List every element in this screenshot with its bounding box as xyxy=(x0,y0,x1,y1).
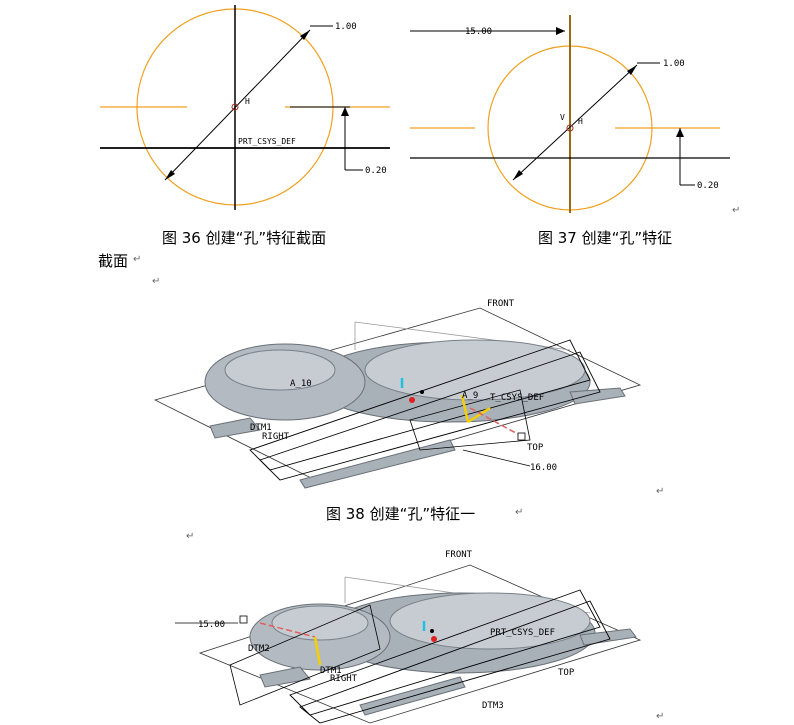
label-front: FRONT xyxy=(487,299,515,309)
label-dtm1: DTM1 xyxy=(320,666,342,676)
label-top: TOP xyxy=(527,443,544,453)
label-dtm1: DTM1 xyxy=(250,423,272,433)
arrowhead xyxy=(627,65,637,75)
datum-plane xyxy=(409,389,531,451)
dim-distance[interactable]: 15.00 xyxy=(198,620,225,630)
tab-right xyxy=(579,628,637,646)
label-right: RIGHT xyxy=(330,674,358,684)
dim-diameter[interactable]: 1.00 xyxy=(335,22,357,32)
center-point xyxy=(231,103,239,111)
pocket-left xyxy=(224,349,336,391)
datum-plane-front xyxy=(198,564,642,724)
center-point xyxy=(566,124,574,132)
arrowhead xyxy=(513,170,523,180)
pocket-left xyxy=(271,605,369,641)
label-axis-2: A_9 xyxy=(462,391,478,401)
label-front: FRONT xyxy=(445,550,473,560)
paragraph-mark: ↵ xyxy=(133,254,142,265)
figure-37-sketch: 15.00 1.00 0.20 V H xyxy=(410,15,730,213)
arrowhead xyxy=(341,107,349,116)
label-right: RIGHT xyxy=(262,432,290,442)
datum-plane xyxy=(259,351,601,481)
caption-figure-37: 图 37 创建“孔”特征 xyxy=(538,229,673,247)
label-h: H xyxy=(245,97,250,106)
caption-figure-38: 图 38 创建“孔”特征一 xyxy=(326,505,476,523)
dim-offset[interactable]: 0.20 xyxy=(697,181,719,191)
drag-handle[interactable] xyxy=(517,432,526,441)
dim-distance[interactable]: 16.00 xyxy=(530,463,557,473)
label-csys: PRT_CSYS_DEF xyxy=(490,628,555,638)
label-h: H xyxy=(578,117,583,126)
datum-plane xyxy=(299,600,611,724)
datum-plane xyxy=(229,604,381,706)
point-red xyxy=(431,636,437,642)
label-v: V xyxy=(560,113,565,122)
label-dtm3: DTM3 xyxy=(482,701,504,711)
paragraph-mark: ↵ xyxy=(732,205,741,216)
arrowhead xyxy=(676,128,684,137)
caption-figure-36: 图 36 创建“孔”特征截面 xyxy=(162,229,327,247)
datum-plane-front xyxy=(153,307,642,481)
dim-distance[interactable]: 15.00 xyxy=(465,27,492,37)
diameter-dim-line xyxy=(512,64,638,181)
dim-diameter[interactable]: 1.00 xyxy=(663,59,685,69)
label-top: TOP xyxy=(558,668,575,678)
arrowhead xyxy=(556,27,565,35)
label-csys: PRT_CSYS_DEF xyxy=(238,137,296,146)
label-csys: T_CSYS_DEF xyxy=(490,393,544,403)
axis-yellow xyxy=(460,394,470,423)
dim-leader xyxy=(462,449,531,467)
point-black xyxy=(430,629,434,633)
arrowhead xyxy=(300,30,310,40)
tab-left xyxy=(259,666,311,688)
paragraph-mark: ↵ xyxy=(656,711,665,722)
label-dtm2: DTM2 xyxy=(248,644,270,654)
point-black xyxy=(420,390,424,394)
datum-plane xyxy=(289,589,601,716)
figure-38-model: FRONT A_10 A_9 T_CSYS_DEF DTM1 RIGHT TOP… xyxy=(153,299,642,489)
paragraph-mark: ↵ xyxy=(656,486,665,497)
arrowhead xyxy=(165,170,175,180)
point-red xyxy=(409,397,415,403)
tab-left xyxy=(209,417,261,439)
pocket-right xyxy=(389,592,591,650)
figure-39-model: FRONT 15.00 PRT_CSYS_DEF DTM2 DTM1 RIGHT… xyxy=(175,550,642,724)
paragraph-mark: ↵ xyxy=(152,276,161,287)
tab-right xyxy=(569,387,626,405)
label-axis: A_10 xyxy=(290,379,312,389)
dim-dashed xyxy=(469,407,526,439)
axis-yellow xyxy=(313,636,322,666)
dim-offset[interactable]: 0.20 xyxy=(365,166,387,176)
figure-36-sketch: 1.00 0.20 H PRT_CSYS_DEF xyxy=(100,5,390,210)
drag-handle[interactable] xyxy=(239,615,248,624)
rail-bottom xyxy=(299,439,456,489)
paragraph-mark: ↵ xyxy=(186,531,195,542)
paragraph-mark: ↵ xyxy=(515,507,524,518)
caption-continuation: 截面 xyxy=(98,252,129,270)
dim-dashed xyxy=(259,622,316,638)
axis-yellow xyxy=(467,406,491,424)
